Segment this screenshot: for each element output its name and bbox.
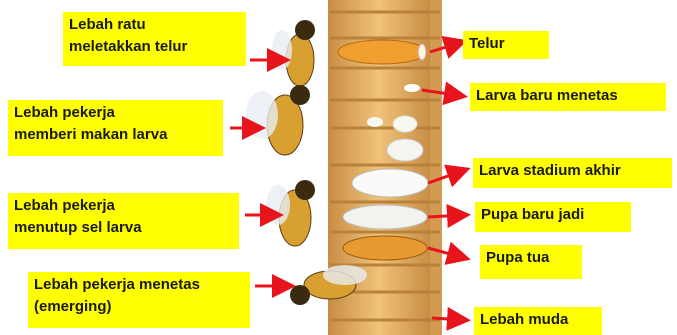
late-larva-icon [352, 169, 428, 197]
label-worker-emerging: Lebah pekerja menetas (emerging) [28, 272, 250, 328]
label-line: Lebah muda [480, 309, 596, 331]
label-line: Larva stadium akhir [479, 160, 666, 182]
label-line: (emerging) [34, 296, 244, 318]
label-late-larva: Larva stadium akhir [473, 158, 672, 188]
label-worker-feeds-larva: Lebah pekerja memberi makan larva [8, 100, 223, 156]
label-queen-lays-eggs: Lebah ratu meletakkan telur [63, 12, 246, 66]
label-line: Lebah pekerja [14, 195, 233, 217]
arrow [432, 318, 465, 320]
label-line: meletakkan telur [69, 36, 240, 58]
label-new-pupa: Pupa baru jadi [475, 202, 631, 232]
label-line: menutup sel larva [14, 217, 233, 239]
label-egg: Telur [463, 31, 549, 59]
pupa-icon [343, 205, 427, 229]
worker-bee-icon [266, 180, 315, 246]
larva-icon [404, 84, 420, 92]
label-line: Lebah pekerja [14, 102, 217, 124]
label-worker-caps-cell: Lebah pekerja menutup sel larva [8, 193, 239, 249]
egg-icon [418, 44, 426, 60]
label-young-bee: Lebah muda [474, 307, 602, 335]
label-line: Lebah ratu [69, 14, 240, 36]
label-old-pupa: Pupa tua [480, 245, 582, 279]
old-pupa-icon [343, 236, 427, 260]
label-line: Pupa tua [486, 247, 576, 269]
label-new-larva: Larva baru menetas [470, 83, 666, 111]
worker-bee-icon [246, 85, 310, 155]
label-line: Pupa baru jadi [481, 204, 625, 226]
label-line: Larva baru menetas [476, 85, 660, 107]
queen-bee-icon [272, 20, 315, 86]
label-line: Lebah pekerja menetas [34, 274, 244, 296]
label-line: memberi makan larva [14, 124, 217, 146]
queen-larva-icon [338, 40, 426, 64]
label-line: Telur [469, 33, 543, 55]
arrow [428, 215, 465, 217]
